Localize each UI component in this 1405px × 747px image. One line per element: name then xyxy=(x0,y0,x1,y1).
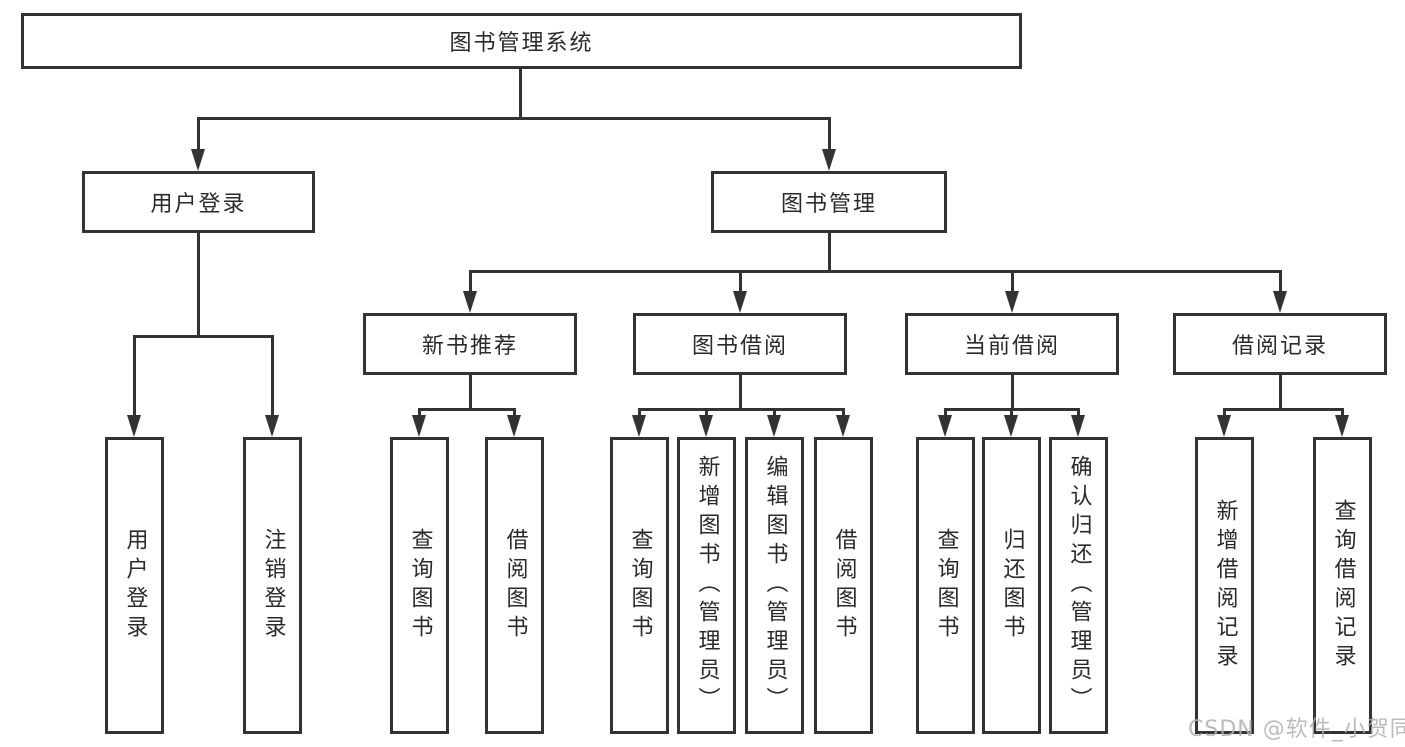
arrowhead-icon xyxy=(507,415,521,437)
connector-vline xyxy=(1279,375,1282,411)
node-new-book-recommend: 新书推荐 xyxy=(363,313,577,375)
connector-vline xyxy=(197,117,200,153)
leaf-add-borrow-record: 新增借阅记录 xyxy=(1195,437,1254,734)
connector-vline xyxy=(1010,408,1013,419)
leaf-borrow-books-recommend: 借阅图书 xyxy=(485,437,544,734)
arrowhead-icon xyxy=(1335,415,1349,437)
arrowhead-icon xyxy=(836,415,850,437)
connector-hline xyxy=(197,117,830,120)
connector-vline xyxy=(418,408,421,419)
connector-hline xyxy=(133,335,274,338)
connector-vline xyxy=(1223,408,1226,419)
arrowhead-icon xyxy=(412,415,426,437)
leaf-borrow-books: 借阅图书 xyxy=(814,437,873,734)
leaf-edit-books-admin: 编辑图书（管理员） xyxy=(745,437,804,734)
csdn-watermark: CSDN @软件_小贺同学 xyxy=(1188,717,1405,742)
arrowhead-icon xyxy=(733,291,747,313)
arrowhead-icon xyxy=(1071,415,1085,437)
connector-vline xyxy=(1011,270,1014,295)
leaf-query-books-recommend: 查询图书 xyxy=(390,437,449,734)
connector-vline xyxy=(1011,375,1014,411)
arrowhead-icon xyxy=(699,415,713,437)
node-book-borrow: 图书借阅 xyxy=(633,313,847,375)
connector-vline xyxy=(519,69,522,120)
leaf-confirm-return-admin: 确认归还（管理员） xyxy=(1049,437,1108,734)
arrowhead-icon xyxy=(463,291,477,313)
leaf-logout: 注销登录 xyxy=(243,437,302,734)
leaf-query-books-current: 查询图书 xyxy=(916,437,975,734)
arrowhead-icon xyxy=(822,149,836,171)
arrowhead-icon xyxy=(1273,291,1287,313)
arrowhead-icon xyxy=(127,415,141,437)
leaf-query-books-borrow: 查询图书 xyxy=(610,437,669,734)
node-book-management: 图书管理 xyxy=(711,171,947,233)
connector-hline xyxy=(1223,408,1343,411)
arrowhead-icon xyxy=(265,415,279,437)
connector-hline xyxy=(469,270,1282,273)
arrowhead-icon xyxy=(1217,415,1231,437)
leaf-query-borrow-record: 查询借阅记录 xyxy=(1313,437,1372,734)
connector-vline xyxy=(705,408,708,419)
connector-hline xyxy=(418,408,515,411)
connector-vline xyxy=(469,270,472,295)
connector-vline xyxy=(828,233,831,273)
arrowhead-icon xyxy=(938,415,952,437)
connector-vline xyxy=(828,117,831,153)
arrowhead-icon xyxy=(1005,291,1019,313)
arrowhead-icon xyxy=(191,149,205,171)
connector-vline xyxy=(842,408,845,419)
node-borrow-records: 借阅记录 xyxy=(1173,313,1387,375)
connector-vline xyxy=(944,408,947,419)
arrowhead-icon xyxy=(632,415,646,437)
connector-vline xyxy=(773,408,776,419)
connector-vline xyxy=(1077,408,1080,419)
connector-vline xyxy=(197,233,200,338)
arrowhead-icon xyxy=(1004,415,1018,437)
connector-vline xyxy=(133,335,136,419)
connector-vline xyxy=(739,375,742,411)
connector-vline xyxy=(739,270,742,295)
connector-vline xyxy=(1341,408,1344,419)
connector-vline xyxy=(271,335,274,419)
connector-vline xyxy=(513,408,516,419)
node-user-login: 用户登录 xyxy=(82,171,315,233)
leaf-user-login: 用户登录 xyxy=(105,437,164,734)
connector-vline xyxy=(638,408,641,419)
node-root-system: 图书管理系统 xyxy=(21,13,1022,69)
leaf-add-books-admin: 新增图书（管理员） xyxy=(677,437,736,734)
connector-vline xyxy=(1279,270,1282,295)
arrowhead-icon xyxy=(767,415,781,437)
connector-vline xyxy=(469,375,472,411)
leaf-return-books: 归还图书 xyxy=(982,437,1041,734)
node-current-borrow: 当前借阅 xyxy=(905,313,1119,375)
